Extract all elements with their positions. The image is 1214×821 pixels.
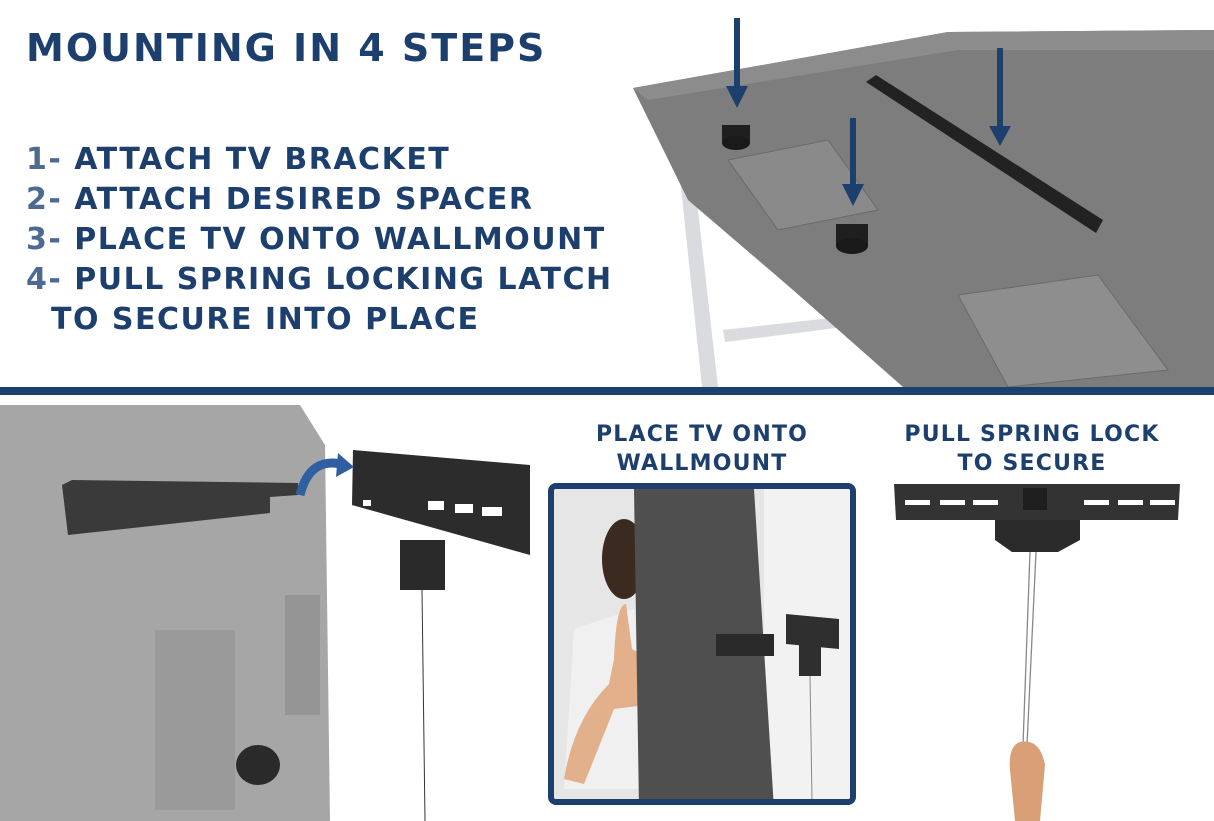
bracket-wallplate-photo xyxy=(0,405,530,821)
page-title: MOUNTING IN 4 STEPS xyxy=(26,26,547,70)
step-number: 4- xyxy=(26,262,63,297)
step-number: 1- xyxy=(26,142,63,177)
step-number: 2- xyxy=(26,182,63,217)
right-caption: PULL SPRING LOCK TO SECURE xyxy=(904,422,1160,476)
step-3: 3- PLACE TV ONTO WALLMOUNT xyxy=(26,220,613,260)
tv-back-photo xyxy=(633,18,1214,387)
step-1: 1- ATTACH TV BRACKET xyxy=(26,140,613,180)
step-text: ATTACH DESIRED SPACER xyxy=(74,182,534,217)
step-text: ATTACH TV BRACKET xyxy=(74,142,451,177)
step-text: PULL SPRING LOCKING LATCH xyxy=(74,262,613,297)
step-number: 3- xyxy=(26,222,63,257)
section-divider xyxy=(0,387,1214,395)
arrow-down-icon xyxy=(726,18,1011,206)
place-tv-photo xyxy=(554,489,850,799)
step-2: 2- ATTACH DESIRED SPACER xyxy=(26,180,613,220)
middle-caption: PLACE TV ONTO WALLMOUNT xyxy=(595,422,809,476)
place-tv-photo-frame xyxy=(548,483,856,805)
step-4: 4- PULL SPRING LOCKING LATCH xyxy=(26,260,613,300)
step-text: PLACE TV ONTO WALLMOUNT xyxy=(74,222,606,257)
spring-lock-photo xyxy=(894,484,1180,821)
steps-list: 1- ATTACH TV BRACKET 2- ATTACH DESIRED S… xyxy=(26,140,613,340)
step-4-continuation: TO SECURE INTO PLACE xyxy=(51,302,480,337)
